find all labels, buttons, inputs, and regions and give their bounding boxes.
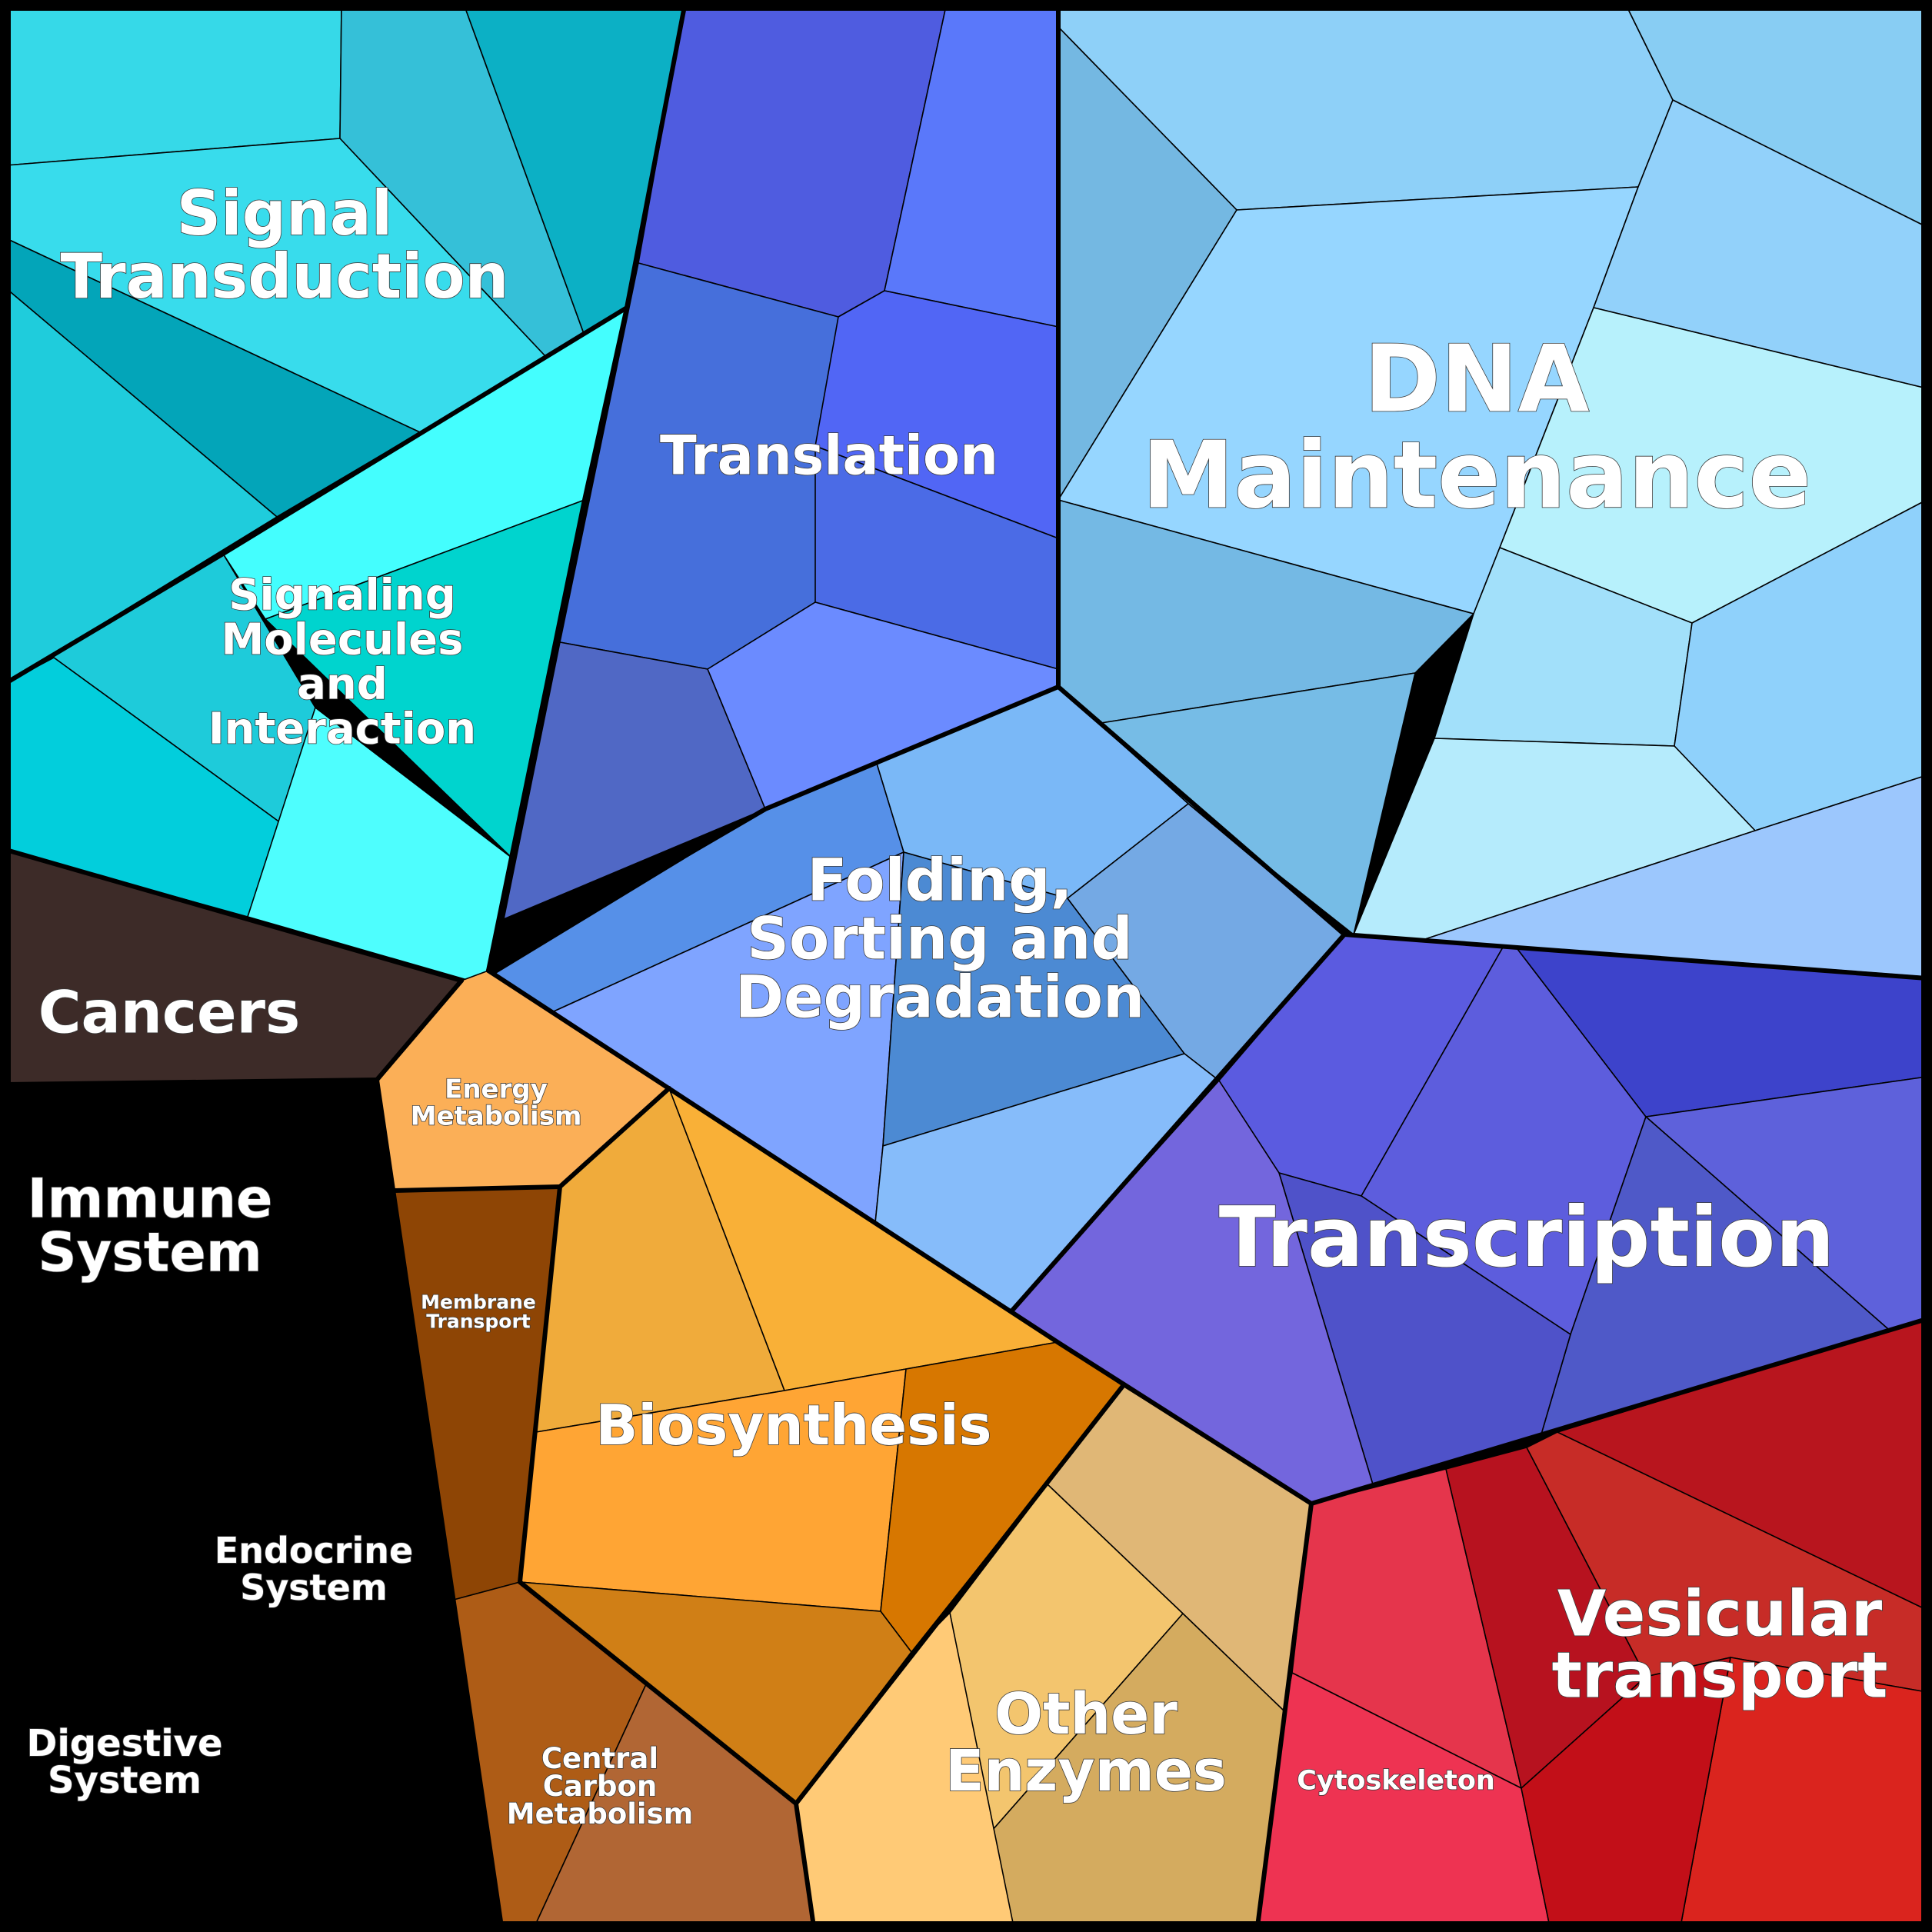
category-boundary-10 [1255, 1501, 1314, 1929]
category-boundary-13 [518, 1086, 798, 1806]
vesicular-transport-label-line: Vesicular [1557, 1578, 1883, 1651]
cytoskeleton-label: Cytoskeleton [1297, 1765, 1495, 1796]
dna-maintenance-label-line: Maintenance [1142, 423, 1811, 530]
digestive-system-label-line: System [48, 1759, 202, 1802]
biosynthesis-label: Biosynthesis [596, 1393, 992, 1457]
signaling-molecules-label-line: and [297, 660, 388, 710]
signal-transduction-cell-1[interactable] [5, 5, 342, 166]
digestive-system-label-line: Digestive [26, 1722, 222, 1765]
signaling-molecules-label-line: Interaction [208, 705, 476, 754]
vesicular-transport-cell-5[interactable] [1521, 1657, 1731, 1927]
central-carbon-metabolism-label-line: Carbon [543, 1770, 658, 1803]
immune-system-label-line: Immune [27, 1168, 272, 1231]
central-carbon-metabolism-label-line: Central [541, 1742, 658, 1775]
cancers-label-line: Cancers [38, 978, 300, 1047]
central-carbon-metabolism-label-line: Metabolism [507, 1797, 693, 1830]
transcription-label-line: Transcription [1219, 1190, 1834, 1286]
category-boundary-9 [486, 968, 1929, 1506]
other-enzymes-label-line: Enzymes [945, 1738, 1227, 1804]
category-boundary-7 [486, 685, 1347, 1314]
other-enzymes-label-line: Other [994, 1681, 1178, 1747]
category-boundary-1 [486, 4, 687, 973]
category-boundary-8 [1342, 932, 1929, 981]
membrane-transport-label-line: Transport [426, 1310, 531, 1332]
endocrine-system-label-line: System [240, 1567, 388, 1608]
cytoskeleton-label-line: Cytoskeleton [1297, 1765, 1495, 1796]
category-boundaries [4, 4, 1929, 1929]
transcription-label: Transcription [1219, 1190, 1834, 1286]
category-boundary-3 [4, 848, 464, 983]
category-boundary-2 [4, 305, 629, 685]
cells-layer [5, 5, 1927, 1927]
immune-system-label-line: System [38, 1221, 262, 1284]
cancers-label: Cancers [38, 978, 300, 1047]
signaling-molecules-label-line: Molecules [222, 615, 464, 665]
category-boundary-12 [391, 1184, 562, 1193]
translation-label-line: Translation [660, 425, 998, 488]
translation-label: Translation [660, 425, 998, 488]
folding-sorting-label-line: Degradation [735, 963, 1144, 1031]
energy-metabolism-label-line: Metabolism [411, 1101, 582, 1131]
endocrine-system-label-line: Endocrine [215, 1530, 413, 1571]
signal-transduction-label-line: Signal [177, 178, 393, 249]
signal-transduction-label-line: Transduction [60, 241, 508, 312]
energy-metabolism-label-line: Energy [445, 1074, 548, 1104]
category-boundary-4 [375, 978, 464, 1082]
folding-sorting-label-line: Folding, [808, 846, 1073, 914]
category-boundary-14 [375, 1078, 504, 1929]
biosynthesis-label-line: Biosynthesis [596, 1393, 992, 1457]
category-boundary-5 [4, 1078, 379, 1087]
vesicular-transport-label-line: transport [1552, 1640, 1888, 1713]
folding-sorting-label-line: Sorting and [747, 904, 1133, 973]
membrane-transport-label-line: Membrane [421, 1291, 536, 1313]
signaling-molecules-label-line: Signaling [228, 571, 456, 621]
dna-maintenance-label-line: DNA [1364, 327, 1590, 434]
